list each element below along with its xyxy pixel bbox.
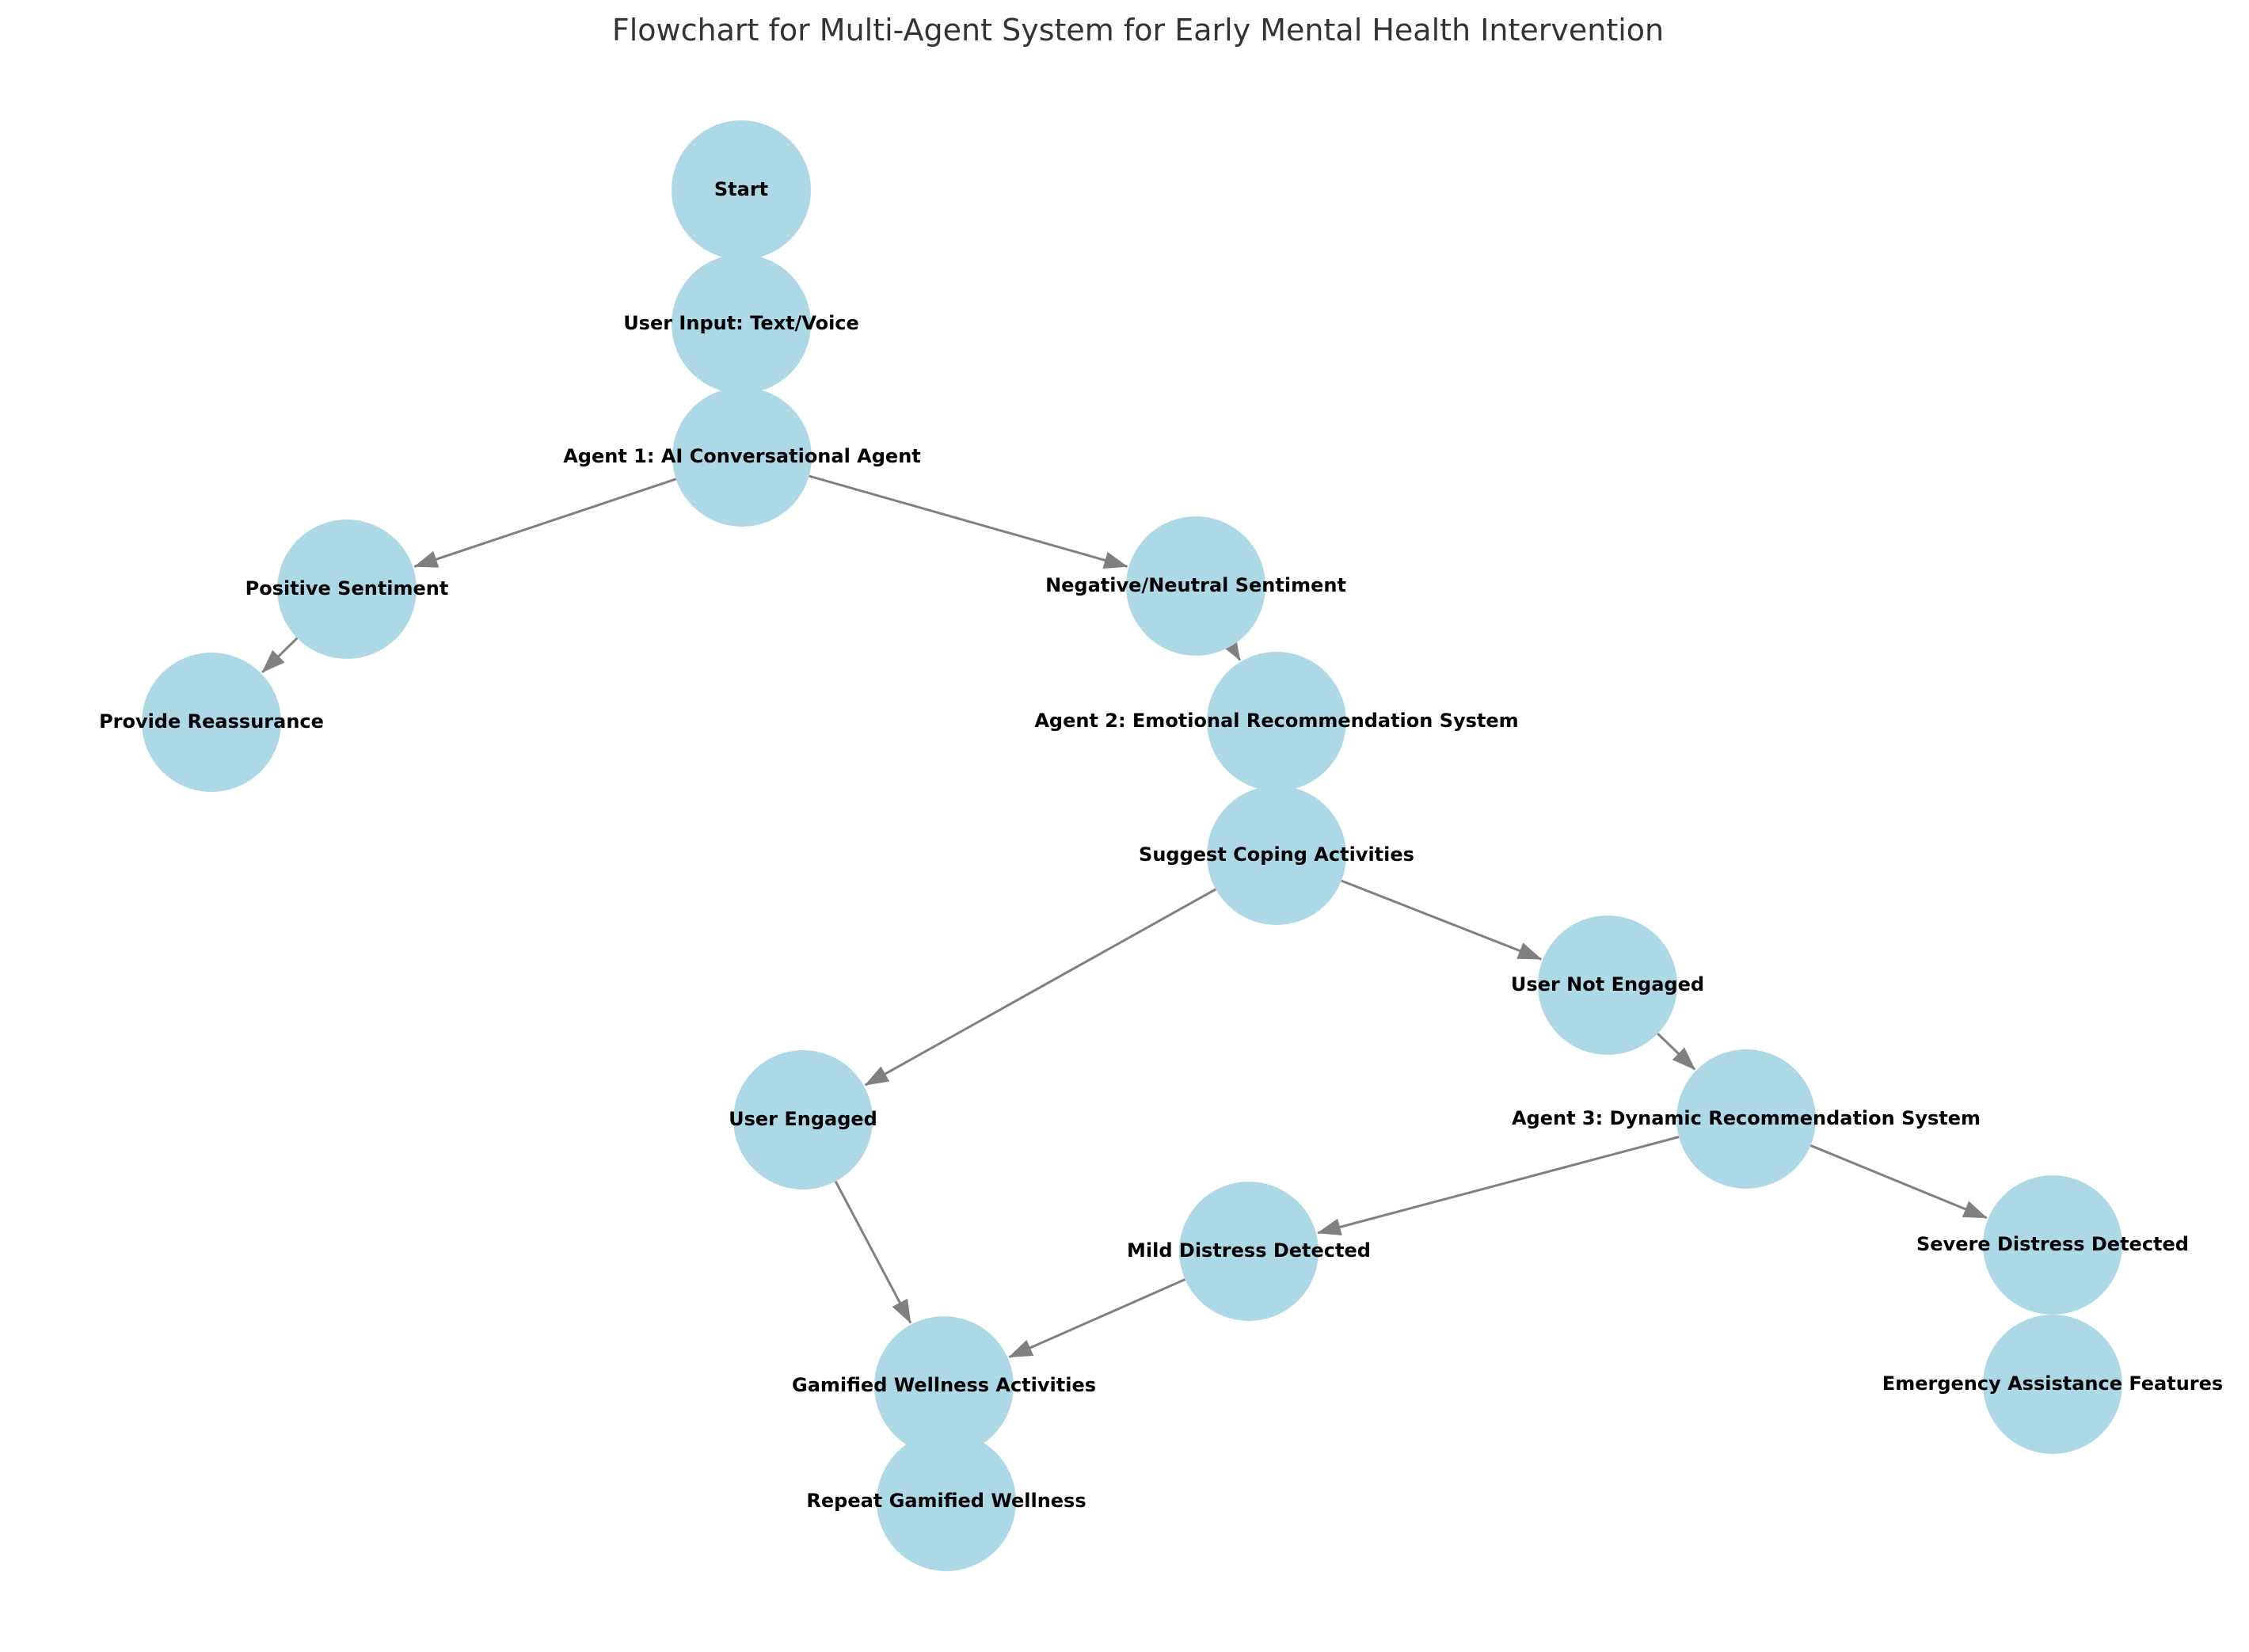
node-label-user_input: User Input: Text/Voice [623, 312, 859, 334]
node-reassurance [142, 653, 281, 792]
node-label-start: Start [714, 178, 768, 200]
edge-mild-gamified [1008, 1278, 1186, 1359]
node-repeat [877, 1432, 1016, 1571]
edge-engaged-gamified [834, 1181, 912, 1324]
node-not_engaged [1538, 915, 1677, 1055]
node-label-agent3: Agent 3: Dynamic Recommendation System [1512, 1107, 1981, 1129]
node-positive [277, 520, 417, 659]
node-engaged [733, 1050, 873, 1190]
node-label-agent1: Agent 1: AI Conversational Agent [563, 445, 921, 467]
edge-agent1-negative [809, 474, 1128, 569]
node-label-gamified: Gamified Wellness Activities [792, 1374, 1096, 1396]
figure-title: Flowchart for Multi-Agent System for Ear… [611, 13, 1665, 48]
node-label-reassurance: Provide Reassurance [99, 710, 324, 733]
node-label-agent2: Agent 2: Emotional Recommendation System [1034, 710, 1518, 732]
edge-suggest-not_engaged [1341, 879, 1543, 961]
nodes-layer [142, 120, 2122, 1571]
node-user_input [672, 254, 811, 394]
node-label-emergency: Emergency Assistance Features [1882, 1372, 2223, 1395]
node-start [672, 120, 811, 260]
node-agent2 [1207, 652, 1346, 791]
node-label-severe: Severe Distress Detected [1916, 1233, 2189, 1255]
node-label-suggest: Suggest Coping Activities [1139, 843, 1414, 866]
node-emergency [1983, 1315, 2122, 1454]
edges-layer [261, 474, 1988, 1359]
edge-not_engaged-agent3 [1657, 1033, 1696, 1071]
node-label-negative: Negative/Neutral Sentiment [1045, 574, 1346, 596]
node-negative [1126, 516, 1265, 656]
node-label-repeat: Repeat Gamified Wellness [806, 1490, 1086, 1512]
node-label-positive: Positive Sentiment [245, 577, 449, 600]
edge-agent3-mild [1317, 1136, 1680, 1236]
node-label-not_engaged: User Not Engaged [1511, 973, 1704, 995]
node-mild [1179, 1182, 1319, 1321]
node-severe [1983, 1175, 2122, 1315]
edge-agent3-severe [1809, 1144, 1988, 1220]
edge-positive-reassurance [261, 637, 299, 673]
node-agent1 [672, 387, 812, 527]
edge-suggest-engaged [864, 888, 1216, 1087]
edge-agent1-positive [413, 478, 677, 568]
node-suggest [1207, 786, 1346, 925]
node-label-mild: Mild Distress Detected [1127, 1239, 1371, 1262]
edge-negative-agent2 [1220, 636, 1242, 661]
node-label-engaged: User Engaged [729, 1108, 877, 1130]
node-agent3 [1676, 1049, 1816, 1189]
node-gamified [874, 1316, 1014, 1456]
